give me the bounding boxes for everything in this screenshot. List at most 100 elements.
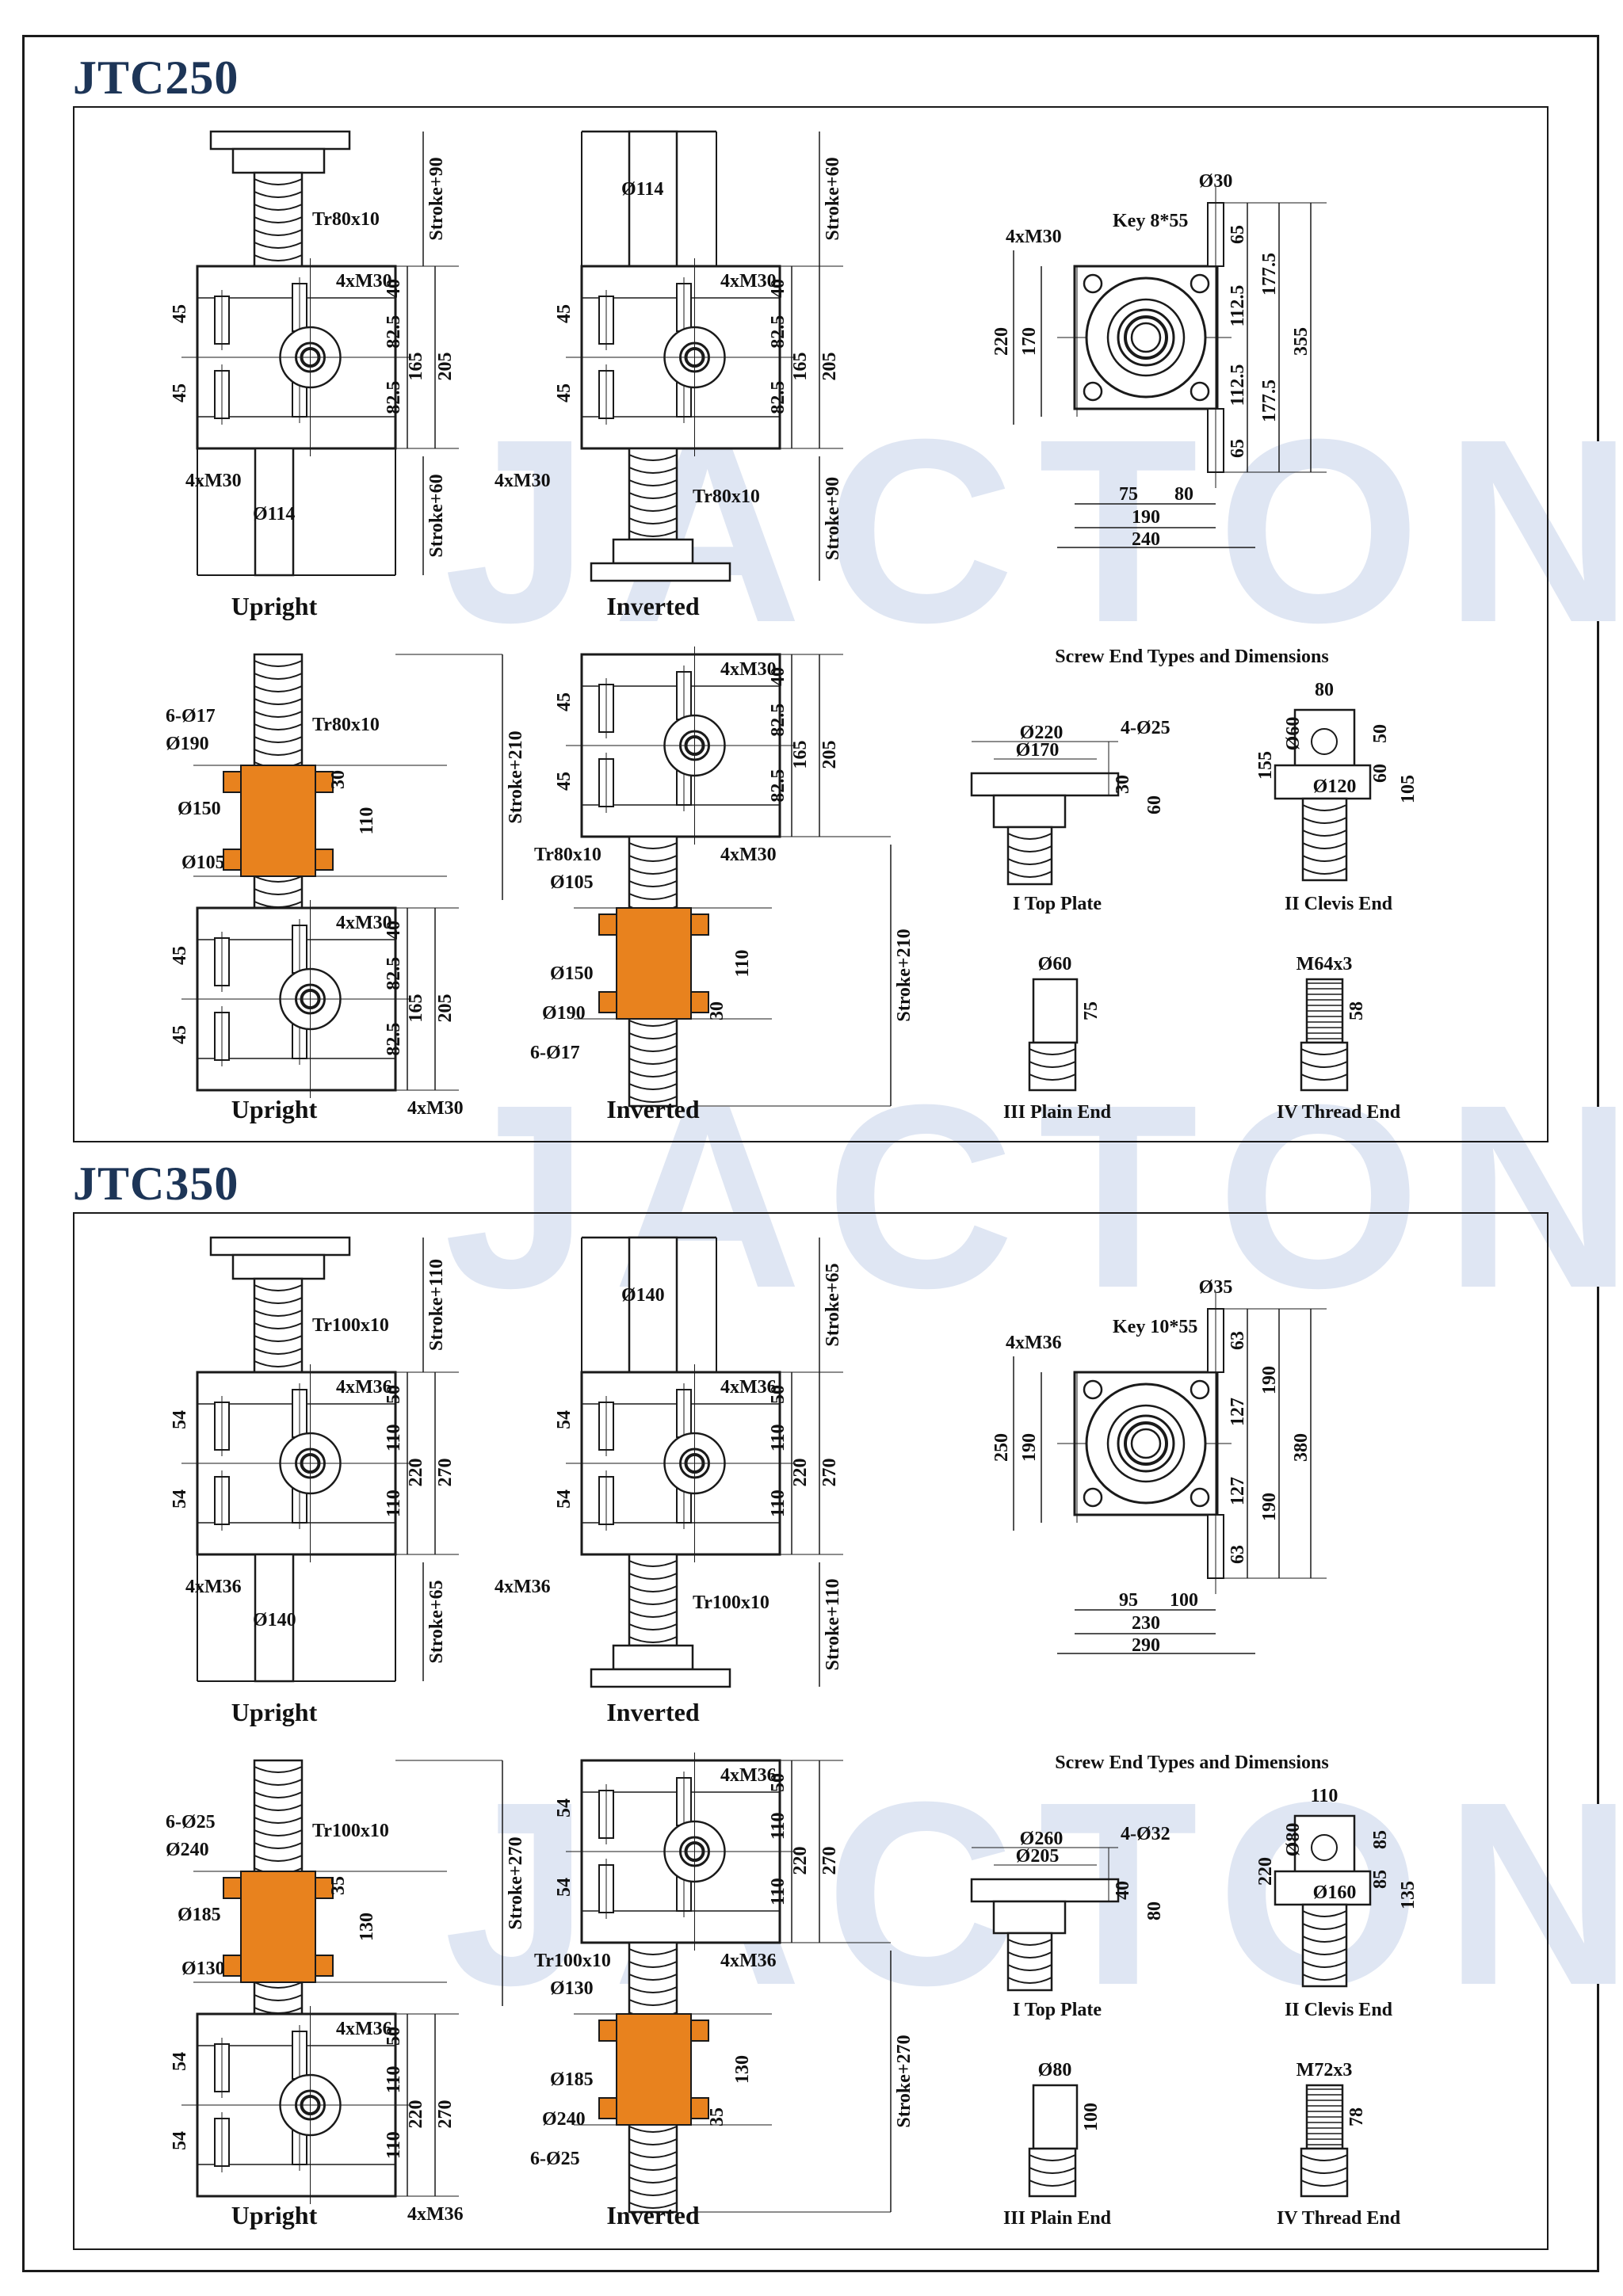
screw-thread xyxy=(628,1096,678,1103)
dimension-label: 4-Ø25 xyxy=(1121,718,1170,738)
dimension-label: 80 xyxy=(1315,680,1334,700)
dimension-label: 6-Ø25 xyxy=(530,2149,580,2169)
view-label: Upright xyxy=(231,1095,318,1123)
screw-thread xyxy=(254,1310,303,1317)
screw-thread xyxy=(628,1623,678,1630)
screw-thread xyxy=(1029,2154,1076,2161)
dimension-label: 355 xyxy=(1291,327,1312,356)
screw-thread xyxy=(628,467,678,474)
drawing-circle xyxy=(1083,381,1103,402)
screw-thread xyxy=(254,1766,303,1773)
section-subtitle: Screw End Types and Dimensions xyxy=(1055,646,1328,667)
dimension-label: 380 xyxy=(1291,1433,1312,1462)
screw-thread xyxy=(1029,2180,1076,2187)
view-label: Inverted xyxy=(606,592,700,620)
screw-thread xyxy=(628,517,678,524)
screw-thread xyxy=(628,1032,678,1039)
end-type-label: I Top Plate xyxy=(1013,894,1102,914)
drawing-outline xyxy=(612,538,694,565)
dimension-label: 220 xyxy=(1255,1857,1276,1886)
screw-thread xyxy=(254,1817,303,1824)
dimension-label: 165 xyxy=(406,353,426,381)
dimension-label: 45 xyxy=(170,1025,190,1044)
screw-thread xyxy=(628,842,678,849)
screw-thread xyxy=(1300,2167,1348,2174)
screw-thread xyxy=(254,178,303,185)
dimension-label: 78 xyxy=(1346,2107,1367,2126)
screw-thread xyxy=(628,454,678,461)
dimension-label: Ø114 xyxy=(621,179,663,200)
dimension-label: 50 xyxy=(768,1773,789,1792)
screw-thread xyxy=(628,2164,678,2171)
screw-thread xyxy=(1007,845,1052,852)
drawing-outline xyxy=(628,1236,678,1374)
stroke-label: Stroke+90 xyxy=(426,157,447,240)
dimension-label: Ø114 xyxy=(253,504,295,524)
drawing-outline xyxy=(240,1871,316,1983)
dimension-label: 54 xyxy=(170,2052,190,2071)
dimension-label: 270 xyxy=(819,1847,840,1875)
dimension-label: 75 xyxy=(1081,1001,1102,1020)
drawing-circle xyxy=(1106,1404,1186,1483)
dimension-label: 230 xyxy=(1132,1613,1160,1634)
dimension-label: 110 xyxy=(768,1878,789,1905)
dimension-label: 80 xyxy=(1144,1901,1165,1920)
screw-thread xyxy=(628,868,678,875)
screw-thread xyxy=(254,1284,303,1291)
drawing-outline xyxy=(315,1877,334,1899)
drawing-outline xyxy=(315,771,334,793)
drawing-outline xyxy=(628,1553,678,1647)
screw-thread xyxy=(628,505,678,512)
screw-thread xyxy=(254,888,303,895)
screw-thread xyxy=(628,2176,678,2183)
screw-thread xyxy=(1007,1964,1052,1971)
dimension-label: 4xM30 xyxy=(720,845,777,865)
screw-thread xyxy=(628,1974,678,1981)
dimension-label: 30 xyxy=(707,1001,727,1020)
screw-thread xyxy=(628,893,678,900)
screw-thread xyxy=(254,1322,303,1329)
screw-thread xyxy=(254,1297,303,1304)
screw-thread xyxy=(628,492,678,499)
dimension-label: Tr100x10 xyxy=(693,1592,769,1613)
dimension-label: 4-Ø32 xyxy=(1121,1824,1170,1844)
dimension-label: 54 xyxy=(554,1410,575,1429)
dimension-label: 45 xyxy=(554,304,575,323)
screw-thread xyxy=(628,479,678,486)
dimension-label: 54 xyxy=(554,1798,575,1817)
stroke-label: Stroke+210 xyxy=(506,730,526,823)
dimension-label: 127 xyxy=(1228,1477,1248,1505)
dimension-label: 82.5 xyxy=(768,769,789,803)
dimension-label: 54 xyxy=(170,1410,190,1429)
drawing-outline xyxy=(254,447,295,577)
drawing-outline xyxy=(598,2019,617,2042)
dimension-label: 4xM30 xyxy=(720,659,777,680)
drawing-circle xyxy=(1117,1414,1175,1473)
page-frame xyxy=(22,35,1599,2272)
drawing-circle xyxy=(1311,1834,1338,1861)
end-type-label: II Clevis End xyxy=(1285,894,1393,914)
drawing-circle xyxy=(1106,298,1186,377)
screw-thread xyxy=(1302,1910,1347,1917)
dimension-label: Ø130 xyxy=(181,1958,225,1979)
drawing-outline xyxy=(223,1877,242,1899)
dimension-label: 4xM36 xyxy=(495,1577,551,1597)
screw-thread xyxy=(254,216,303,223)
drawing-circle xyxy=(1124,315,1168,360)
dimension-label: 82.5 xyxy=(384,1023,404,1056)
drawing-outline xyxy=(209,1236,351,1257)
dimension-label: Key 8*55 xyxy=(1113,211,1188,231)
dimension-label: 85 xyxy=(1370,1830,1391,1849)
dimension-label: Ø105 xyxy=(181,852,225,873)
dimension-label: Ø80 xyxy=(1038,2060,1072,2081)
dimension-label: Ø185 xyxy=(550,2069,594,2090)
drawing-outline xyxy=(970,1878,1120,1903)
stroke-label: Stroke+270 xyxy=(506,1836,526,1929)
screw-thread xyxy=(628,2151,678,2158)
dimension-label: Tr80x10 xyxy=(693,486,760,507)
drawing-outline xyxy=(223,771,242,793)
end-type-label: IV Thread End xyxy=(1277,2208,1401,2229)
dimension-label: 30 xyxy=(328,770,349,789)
